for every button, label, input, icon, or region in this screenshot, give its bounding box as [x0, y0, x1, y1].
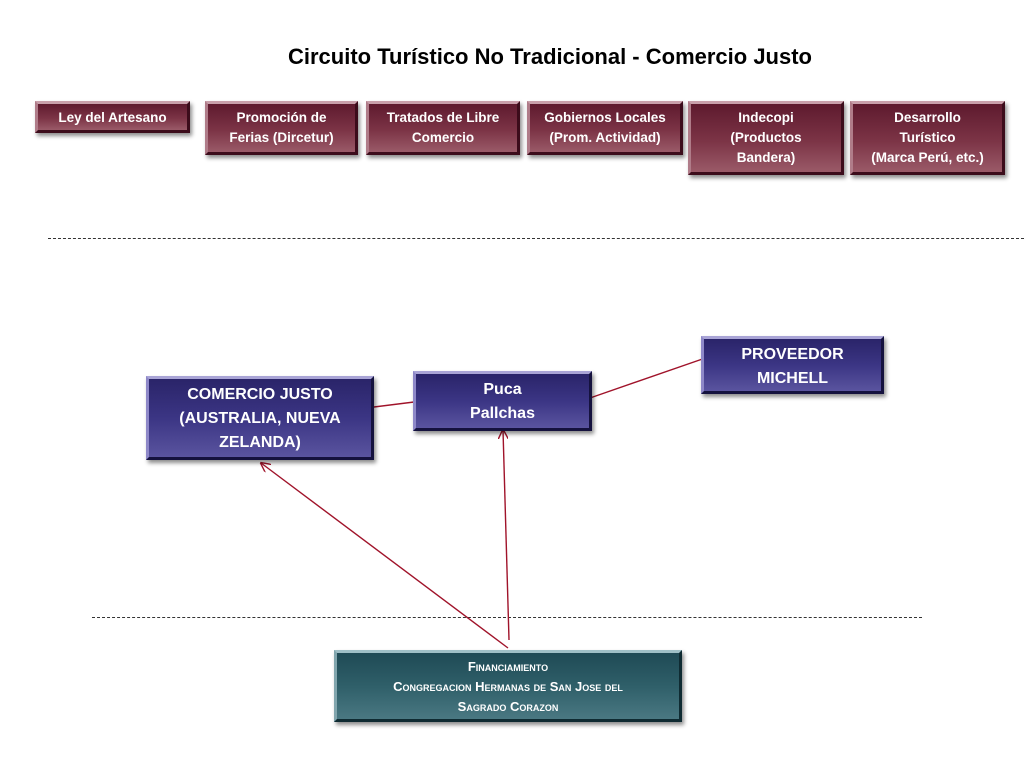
node-line: COMERCIO JUSTO	[187, 386, 333, 403]
node-line: Sagrado Corazon	[457, 699, 559, 714]
arrow-financiamiento-to-puca	[503, 430, 510, 641]
box-line: (Marca Perú, etc.)	[871, 150, 984, 165]
box-line: Ley del Artesano	[58, 110, 167, 125]
box-line: Bandera)	[736, 150, 796, 165]
box-line: Turístico	[899, 130, 956, 145]
box-line: (Productos	[730, 130, 802, 145]
box-tratados-libre-comercio: Tratados de Libre Comercio	[366, 101, 520, 155]
arrow-financiamiento-to-comercio	[261, 463, 509, 649]
node-line: (AUSTRALIA, NUEVA	[179, 410, 341, 427]
arrow-puca-to-proveedor	[589, 355, 714, 399]
page-title: Circuito Turístico No Tradicional - Come…	[288, 44, 812, 69]
box-desarrollo-turistico: Desarrollo Turístico (Marca Perú, etc.)	[850, 101, 1005, 175]
box-line: Ferias (Dircetur)	[229, 130, 334, 145]
node-line: Pallchas	[470, 405, 535, 422]
box-ley-artesano: Ley del Artesano	[35, 101, 190, 133]
box-line: Indecopi	[738, 110, 794, 125]
box-line: Desarrollo	[894, 110, 961, 125]
node-line: Financiamiento	[467, 659, 549, 674]
node-proveedor-michell: PROVEEDOR MICHELL	[701, 336, 884, 394]
node-line: Puca	[483, 381, 522, 398]
node-line: ZELANDA)	[219, 434, 301, 451]
node-line: PROVEEDOR	[741, 346, 844, 363]
node-financiamiento: Financiamiento Congregacion Hermanas de …	[334, 650, 682, 722]
node-comercio-justo: COMERCIO JUSTO (AUSTRALIA, NUEVA ZELANDA…	[146, 376, 374, 460]
box-line: (Prom. Actividad)	[549, 130, 661, 145]
divider-top	[48, 238, 1024, 239]
box-line: Promoción de	[236, 110, 327, 125]
node-line: Congregacion Hermanas de San Jose del	[393, 679, 623, 694]
node-line: MICHELL	[756, 370, 829, 387]
divider-bottom	[92, 617, 922, 618]
box-indecopi: Indecopi (Productos Bandera)	[688, 101, 844, 175]
node-puca-pallchas: Puca Pallchas	[413, 371, 592, 431]
box-line: Gobiernos Locales	[544, 110, 666, 125]
box-line: Tratados de Libre	[386, 110, 500, 125]
box-gobiernos-locales: Gobiernos Locales (Prom. Actividad)	[527, 101, 683, 155]
box-line: Comercio	[411, 130, 475, 145]
box-promocion-ferias: Promoción de Ferias (Dircetur)	[205, 101, 358, 155]
